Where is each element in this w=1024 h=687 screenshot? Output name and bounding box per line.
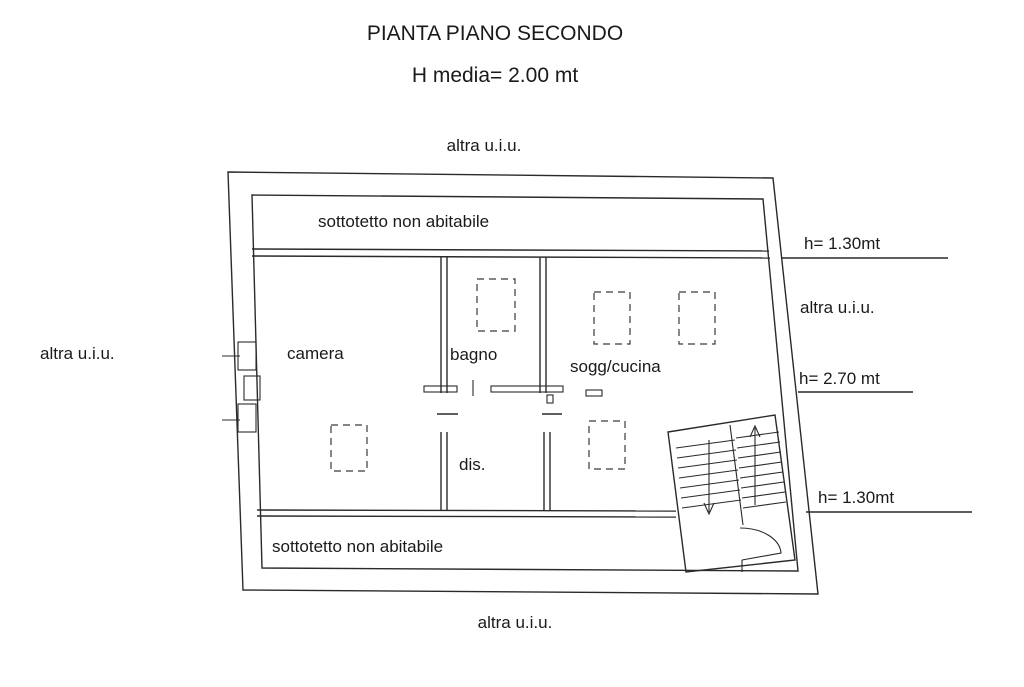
attic-top-label: sottotetto non abitabile [318,212,489,231]
plan-title: PIANTA PIANO SECONDO [367,22,623,45]
attic-bottom-label: sottotetto non abitabile [272,537,443,556]
neighbor-label-left: altra u.i.u. [40,344,115,363]
plan-subtitle: H media= 2.00 mt [412,64,578,87]
height-label-top: h= 1.30mt [804,234,880,253]
interior-partitions [423,256,603,510]
outer-walls [227,171,819,595]
height-label-bottom: h= 1.30mt [818,488,894,507]
room-label-cucina: sogg/cucina [570,357,661,376]
left-wall-openings [222,341,261,433]
neighbor-label-top: altra u.i.u. [447,136,522,155]
height-lines [782,257,972,513]
room-label-camera: camera [287,344,344,363]
staircase [667,414,796,573]
room-label-bagno: bagno [450,345,497,364]
skylights [330,278,716,472]
height-label-mid: h= 2.70 mt [799,369,880,388]
neighbor-label-right: altra u.i.u. [800,298,875,317]
room-label-dis: dis. [459,455,485,474]
neighbor-label-bottom: altra u.i.u. [478,613,553,632]
attic-bottom-partition [256,509,677,518]
attic-top-partition [251,248,771,259]
